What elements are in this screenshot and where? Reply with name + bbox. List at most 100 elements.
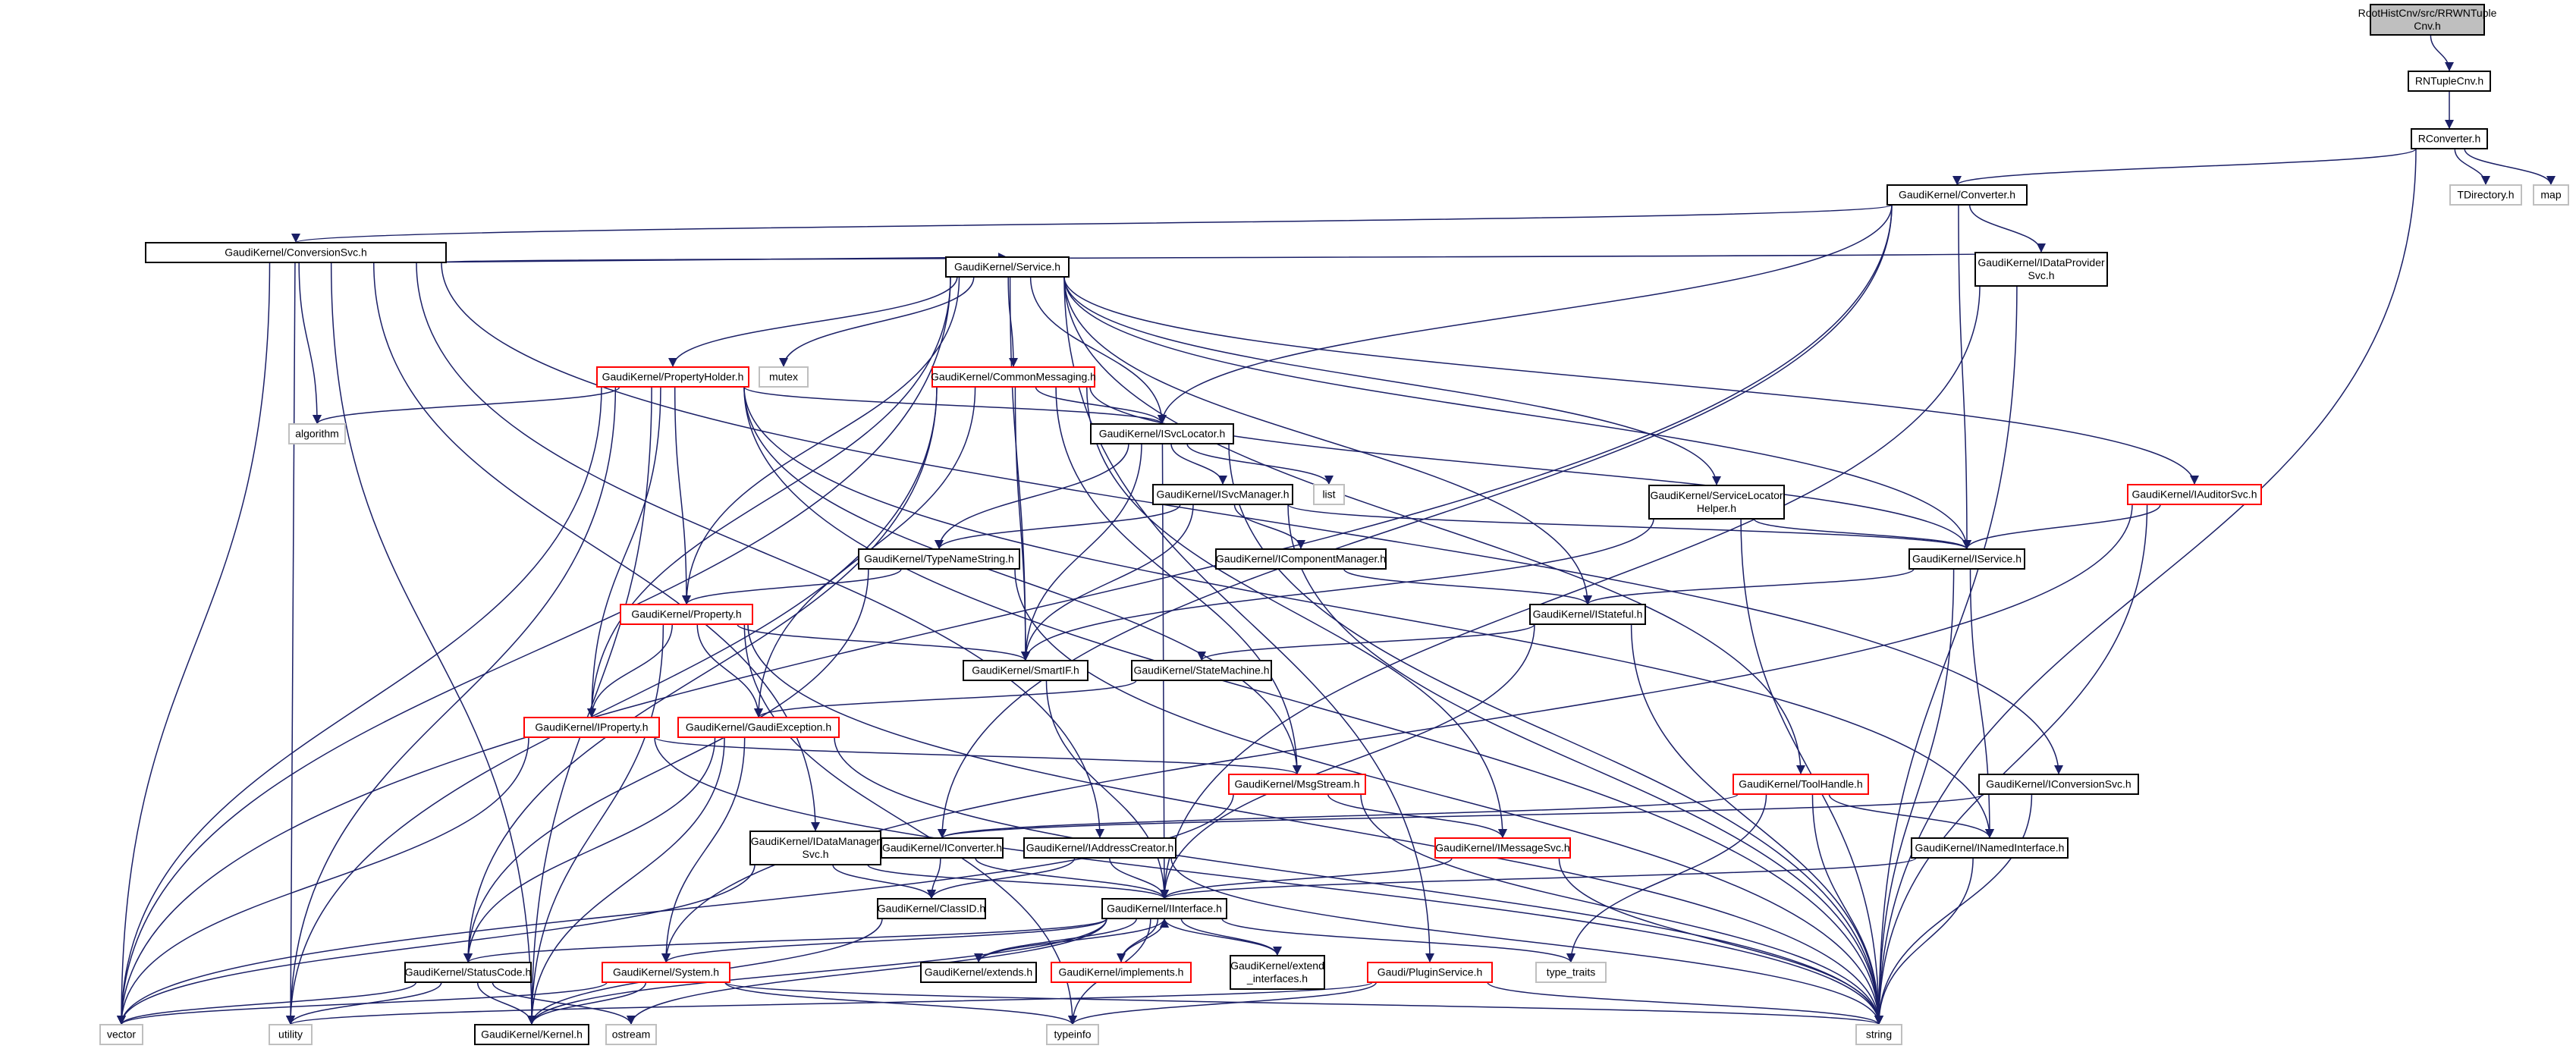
edge-typenamestring-to-string [1014,568,1883,1025]
node-property[interactable]: GaudiKernel/Property.h [620,604,753,625]
node-typeinfo: typeinfo [1046,1024,1099,1045]
node-istateful[interactable]: GaudiKernel/IStateful.h [1529,604,1646,625]
node-commonmessaging[interactable]: GaudiKernel/CommonMessaging.h [931,366,1096,388]
node-box [1974,252,2108,287]
node-iconverter[interactable]: GaudiKernel/IConverter.h [881,837,1004,859]
edge-propertyholder-to-string [743,386,1883,1025]
edge-system-to-typeinfo [724,981,1077,1025]
edge-iaddresscreator-to-iinterface [1109,857,1169,900]
edge-iconversionsvc-to-iconverter [938,793,1984,839]
node-typenamestring[interactable]: GaudiKernel/TypeNameString.h [858,548,1020,570]
edge-msgstream-to-imessagesvc [1327,793,1507,839]
edge-propertyholder-to-iproperty [587,386,661,718]
edge-converter-to-vector [117,204,1893,1025]
node-gaudiexception[interactable]: GaudiKernel/GaudiException.h [677,717,840,738]
node-label: RConverter.h [2418,133,2480,145]
edge-property-to-iproperty [587,623,673,718]
node-label: GaudiKernel/IAuditorSvc.h [2132,488,2257,501]
edge-property-to-typeinfo [743,623,1077,1025]
node-label: Helper.h [1697,502,1736,514]
node-conversionsvc[interactable]: GaudiKernel/ConversionSvc.h [145,242,447,263]
node-label: GaudiKernel/implements.h [1059,966,1184,978]
node-implements[interactable]: GaudiKernel/implements.h [1051,962,1192,983]
edge-typenamestring-to-statuscode [463,568,869,963]
node-inamedinterface[interactable]: GaudiKernel/INamedInterface.h [1911,837,2069,859]
node-statuscode[interactable]: GaudiKernel/StatusCode.h [404,962,532,983]
node-box [2411,128,2488,149]
node-propertyholder[interactable]: GaudiKernel/PropertyHolder.h [596,366,749,388]
node-box [1090,423,1234,444]
edge-system-to-kernel [527,981,647,1025]
node-extends[interactable]: GaudiKernel/extends.h [920,962,1037,983]
edge-root-to-rntuplecnv [2430,34,2454,72]
node-isvclocator[interactable]: GaudiKernel/ISvcLocator.h [1090,423,1234,444]
edge-statuscode-to-kernel [476,981,536,1025]
node-box [404,962,532,983]
edge-rconverter-to-map [2464,148,2556,186]
node-typetraits: type_traits [1535,962,1607,983]
node-box [1367,962,1493,983]
node-service[interactable]: GaudiKernel/Service.h [945,256,1070,278]
edge-smartif-to-iinterface [1045,680,1169,900]
node-iaddresscreator[interactable]: GaudiKernel/IAddressCreator.h [1023,837,1176,859]
edge-isvcmanager-to-typenamestring [935,504,1181,550]
node-map: map [2533,184,2569,206]
edge-converter-to-idataprovidersvc [1968,204,2046,253]
node-statemachine[interactable]: GaudiKernel/StateMachine.h [1131,660,1272,681]
node-tdirectory: TDirectory.h [2449,184,2522,206]
node-label: GaudiKernel/ClassID.h [878,903,985,915]
edge-propertyholder-to-kernel [527,386,652,1025]
node-box [677,717,840,738]
edge-converter-to-isvclocator [1158,204,1893,425]
node-label: GaudiKernel/IService.h [1912,553,2022,565]
node-pluginservice[interactable]: Gaudi/PluginService.h [1367,962,1493,983]
edge-iproperty-to-msgstream [654,736,1302,775]
node-icomponentmanager[interactable]: GaudiKernel/IComponentManager.h [1215,548,1387,570]
edge-service-to-toolhandle [1063,276,1805,775]
node-iservice[interactable]: GaudiKernel/IService.h [1908,548,2025,570]
node-kernel[interactable]: GaudiKernel/Kernel.h [474,1024,589,1045]
node-label: GaudiKernel/IInterface.h [1107,903,1222,915]
node-label: GaudiKernel/IConverter.h [882,842,1002,854]
node-msgstream[interactable]: GaudiKernel/MsgStream.h [1228,774,1366,795]
edge-property-to-gaudiexception [696,623,763,718]
edge-conversionsvc-to-kernel [330,262,536,1025]
node-imessagesvc[interactable]: GaudiKernel/IMessageSvc.h [1434,837,1571,859]
node-label: GaudiKernel/IDataManager [751,835,881,847]
node-box [1648,485,1785,520]
edge-statuscode-to-vector [117,981,417,1025]
node-isvcmanager[interactable]: GaudiKernel/ISvcManager.h [1152,484,1293,505]
node-rconverter[interactable]: RConverter.h [2411,128,2488,149]
node-box [99,1024,143,1045]
node-label: mutex [769,371,798,383]
node-label: GaudiKernel/extend [1230,959,1324,972]
edge-conversionsvc-to-iconversionsvc [441,262,2063,775]
node-iauditorsvc[interactable]: GaudiKernel/IAuditorSvc.h [2127,484,2262,505]
edge-imessagesvc-to-string [1558,857,1883,1025]
edge-gaudiexception-to-kernel [527,736,725,1025]
edge-inamedinterface-to-string [1874,857,1974,1025]
edge-converter-to-iconverter [938,204,1893,839]
node-box [1886,184,2028,206]
edge-commonmessaging-to-imessagesvc [1086,386,1507,839]
node-iinterface[interactable]: GaudiKernel/IInterface.h [1101,898,1227,919]
node-classid[interactable]: GaudiKernel/ClassID.h [877,898,986,919]
node-rntuplecnv[interactable]: RNTupleCnv.h [2408,71,2491,92]
node-system[interactable]: GaudiKernel/System.h [602,962,730,983]
node-converter[interactable]: GaudiKernel/Converter.h [1886,184,2028,206]
node-label: GaudiKernel/ISvcManager.h [1156,488,1289,501]
edge-iconverter-to-iinterface [975,857,1169,900]
node-label: GaudiKernel/ISvcLocator.h [1099,428,1226,440]
node-label: typeinfo [1054,1028,1091,1041]
node-extendinterfaces[interactable]: GaudiKernel/extend_interfaces.h [1230,955,1325,990]
node-iproperty[interactable]: GaudiKernel/IProperty.h [523,717,660,738]
edge-imessagesvc-to-iinterface [1160,857,1453,900]
node-label: TDirectory.h [2457,189,2514,201]
edge-iproperty-to-vector [117,736,529,1025]
node-toolhandle[interactable]: GaudiKernel/ToolHandle.h [1733,774,1869,795]
node-smartif[interactable]: GaudiKernel/SmartIF.h [963,660,1089,681]
node-iconversionsvc[interactable]: GaudiKernel/IConversionSvc.h [1978,774,2139,795]
